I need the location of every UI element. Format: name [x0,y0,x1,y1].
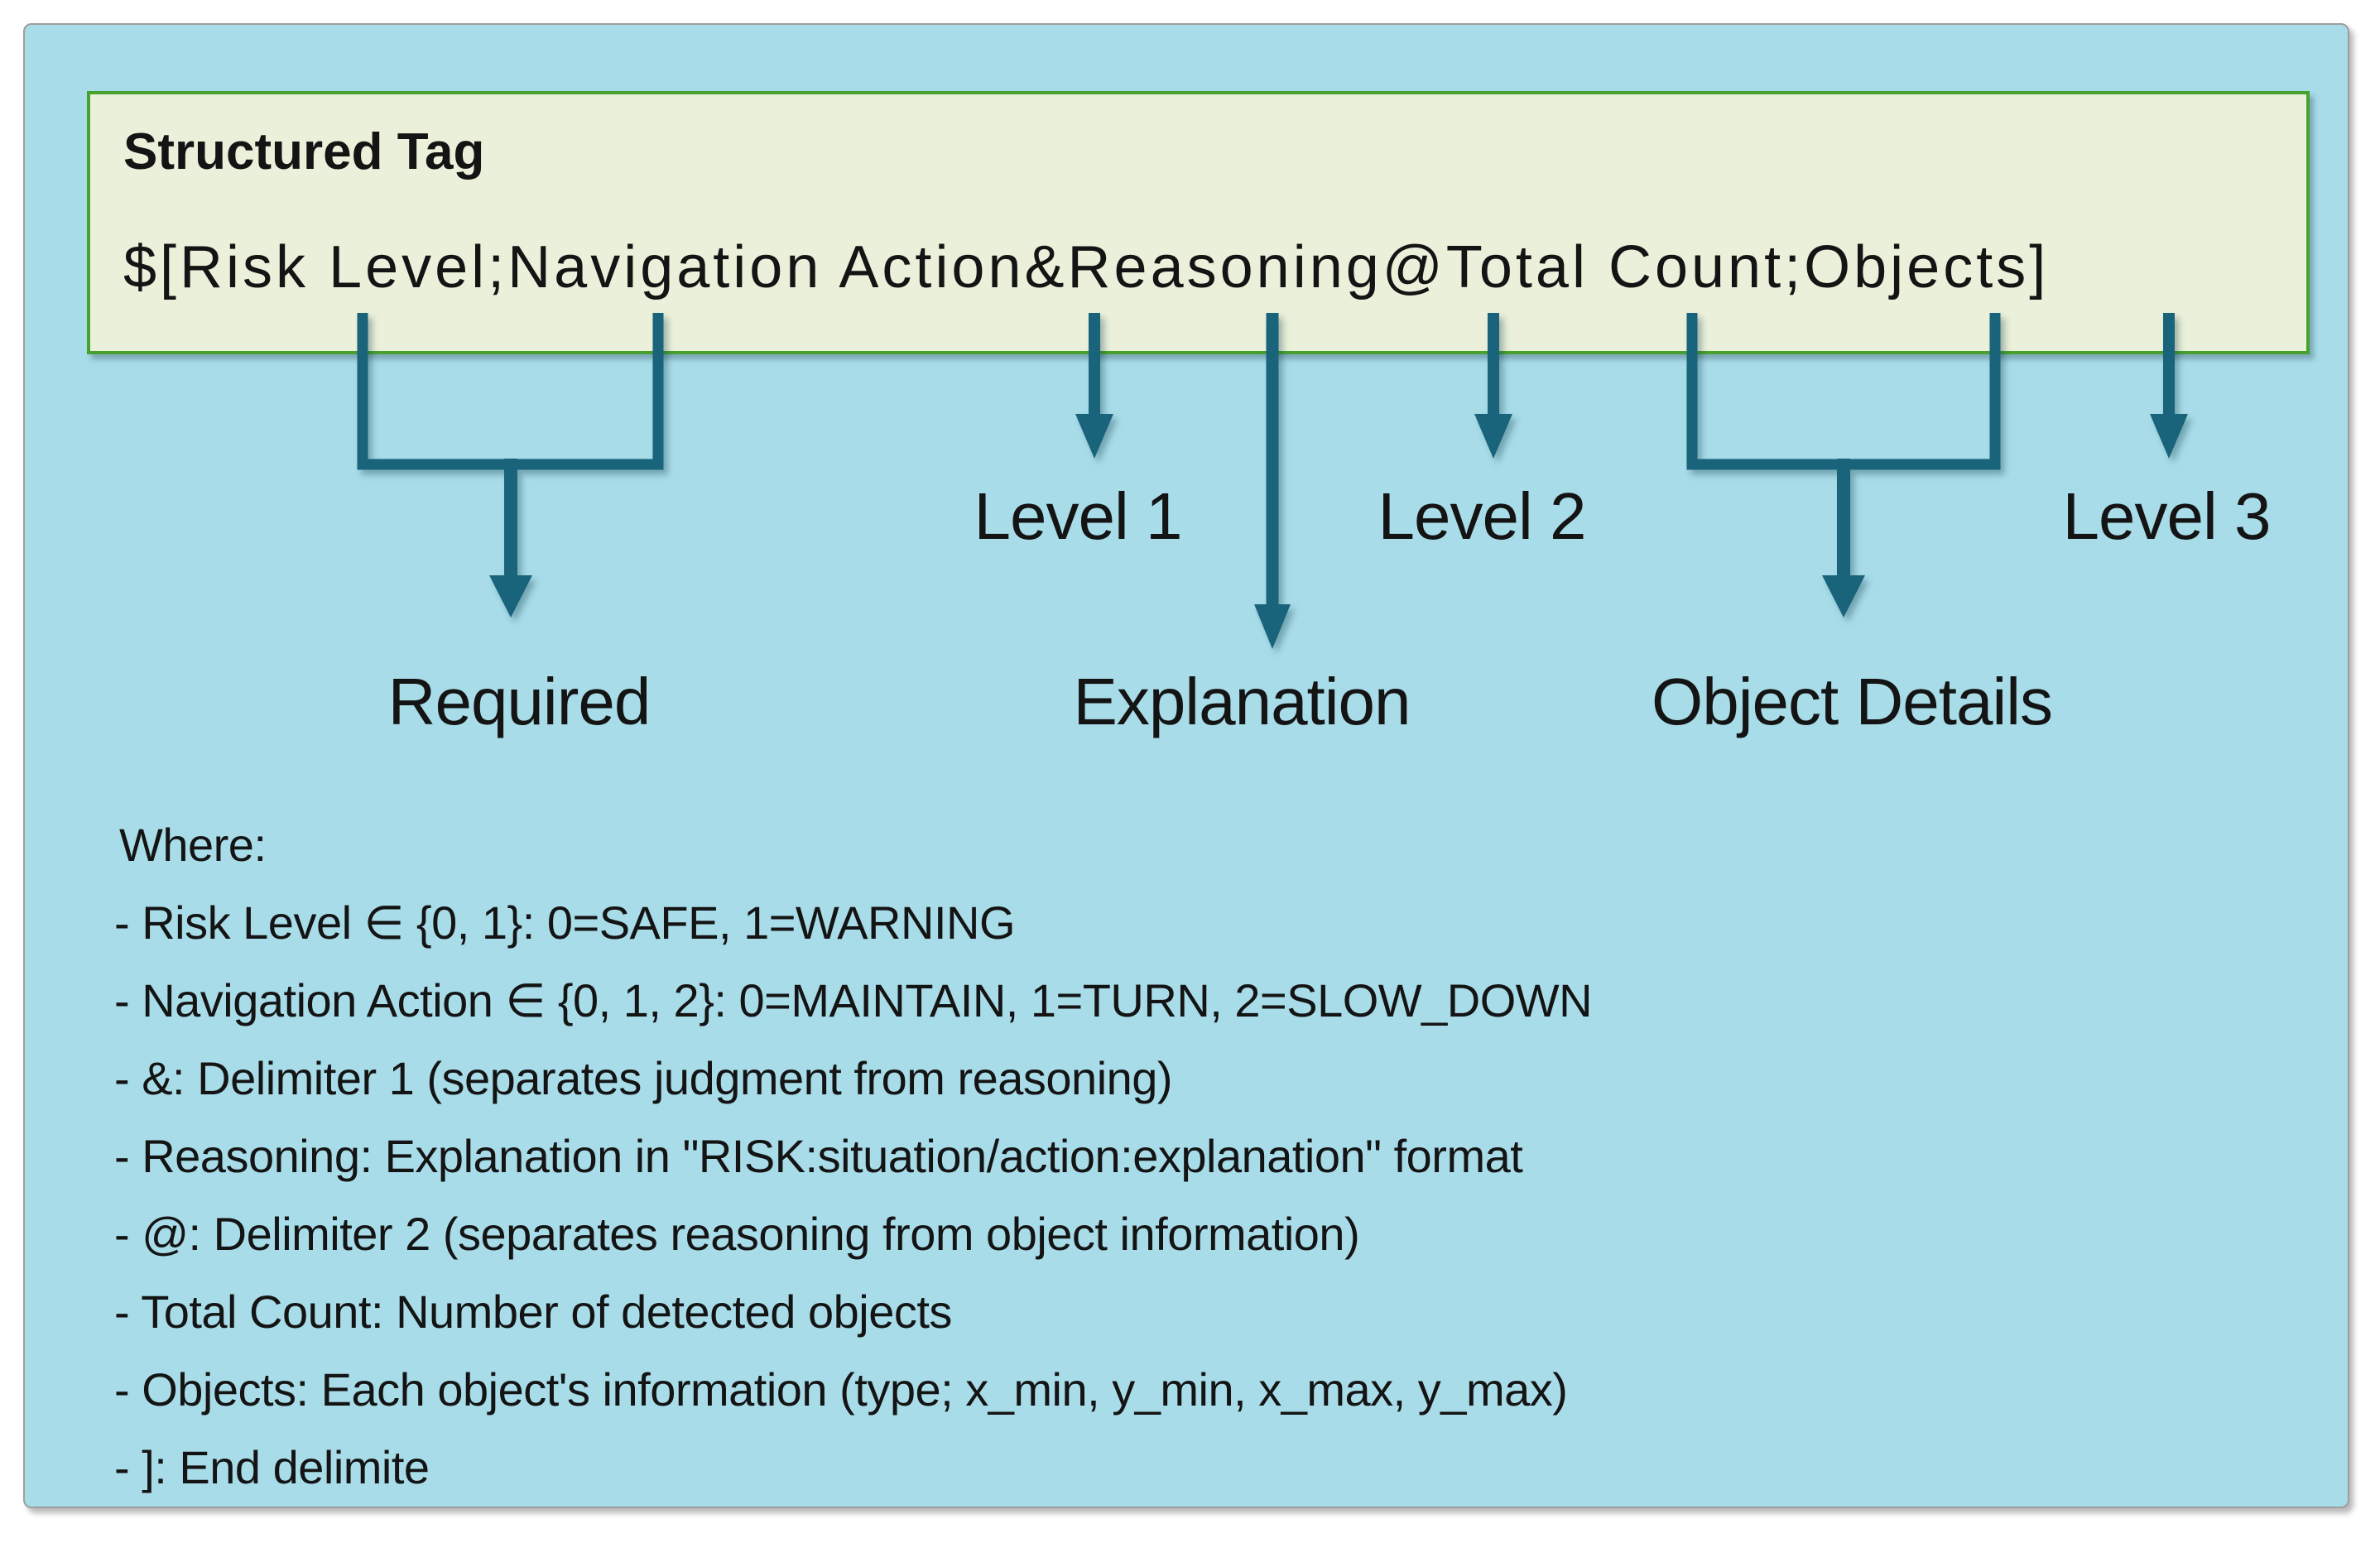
label-explanation: Explanation [1073,665,1411,738]
where-list: - Risk Level ∈ {0, 1}: 0=SAFE, 1=WARNING… [114,884,2283,1507]
object-details-arrowhead-icon [1822,575,1865,618]
where-item: - Total Count: Number of detected object… [114,1286,952,1338]
where-item: - &: Delimiter 1 (separates judgment fro… [114,1052,1173,1104]
where-item: - Objects: Each object's information (ty… [114,1363,1568,1416]
level2-arrowhead-icon [1474,414,1512,459]
where-item: - @: Delimiter 2 (separates reasoning fr… [114,1208,1360,1260]
tag-format-string: $[Risk Level;Navigation Action&Reasoning… [123,234,2050,300]
structured-tag-box: Structured Tag $[Risk Level;Navigation A… [87,91,2310,354]
where-item: - Navigation Action ∈ {0, 1, 2}: 0=MAINT… [114,974,1593,1026]
where-item: - ]: End delimite [114,1441,430,1493]
level1-arrowhead-icon [1075,414,1113,459]
diagram-panel: Structured Tag $[Risk Level;Navigation A… [23,23,2349,1508]
tag-box-title: Structured Tag [123,123,485,180]
required-arrowhead-icon [489,575,532,618]
explanation-arrowhead-icon [1254,604,1291,649]
label-level-2: Level 2 [1378,479,1587,553]
where-section: Where: - Risk Level ∈ {0, 1}: 0=SAFE, 1=… [114,806,2283,1507]
label-level-3: Level 3 [2062,479,2272,553]
where-item: - Risk Level ∈ {0, 1}: 0=SAFE, 1=WARNING [114,896,1016,949]
where-heading: Where: [119,819,267,871]
label-object-details: Object Details [1652,665,2053,738]
label-level-1: Level 1 [974,479,1183,553]
where-item: - Reasoning: Explanation in "RISK:situat… [114,1130,1523,1182]
level3-arrowhead-icon [2150,414,2188,459]
label-required: Required [387,665,651,738]
